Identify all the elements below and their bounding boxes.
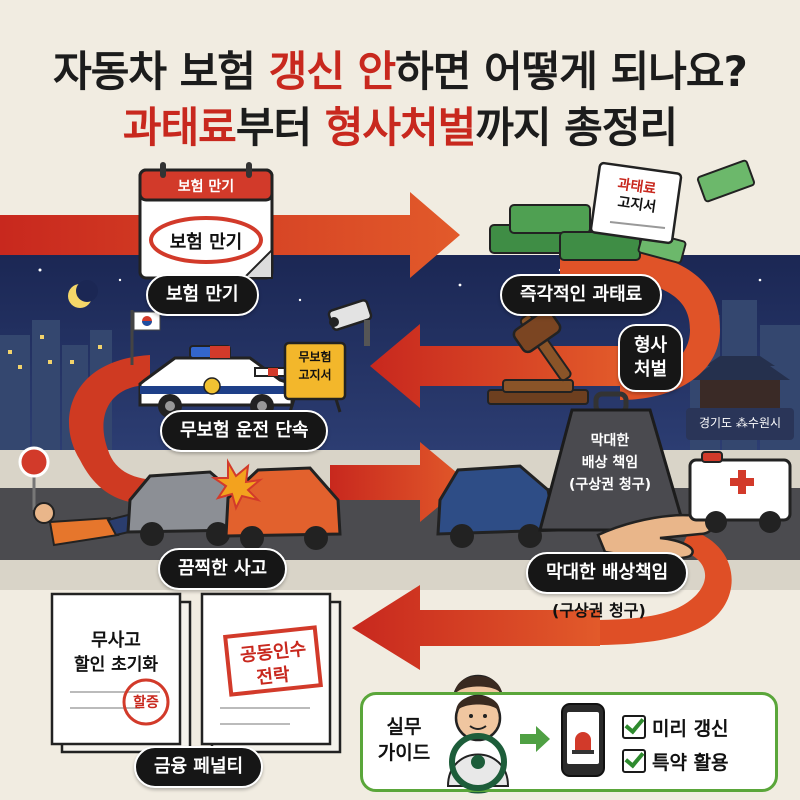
document-icon [50, 592, 192, 754]
barrier-sign-line1: 무보험 [298, 350, 332, 364]
checkbox-icon [622, 749, 646, 773]
step-label-financial: 금융 페널티 [134, 746, 264, 788]
step-sublabel-liability: (구상권 청구) [552, 601, 646, 620]
step-label-expiry: 보험 만기 [146, 274, 259, 316]
crashed-car-icon [126, 458, 342, 550]
step-label-fine: 즉각적인 과태료 [500, 274, 663, 316]
calendar-header: 보험 만기 [177, 179, 235, 195]
step-label-crackdown: 무보험 운전 단속 [160, 410, 329, 452]
title-part: 까지 총정리 [475, 103, 678, 152]
guide-item-rider: 특약 활용 [622, 748, 729, 775]
stop-sign-icon [18, 446, 50, 510]
step-label-liability: 막대한 배상책임 [526, 552, 689, 594]
criminal-line1: 형사 [634, 335, 668, 356]
sub-title: 과태료부터 형사처벌까지 총정리 [0, 94, 800, 155]
guide-title-line2: 가이드 [377, 742, 431, 764]
document-icon [200, 592, 342, 754]
guide-item-renew: 미리 갱신 [622, 714, 729, 741]
arrow-criminal-to-crackdown [370, 324, 620, 408]
ambulance-icon [688, 451, 792, 533]
title-part: 자동차 보험 [53, 47, 269, 96]
gavel-icon [487, 308, 589, 405]
doc1-stamp: 할증 [133, 695, 159, 711]
main-title: 자동차 보험 갱신 안하면 어떻게 되나요? [0, 38, 800, 99]
window-lights [8, 335, 102, 369]
guide-title-line1: 실무 [386, 716, 422, 738]
calendar-stamp: 보험 만기 [169, 232, 243, 253]
moon-icon [68, 280, 98, 308]
cctv-icon [327, 299, 373, 346]
step-label-criminal: 형사 처벌 [618, 324, 684, 392]
doc1-line2: 할인 초기화 [73, 655, 159, 675]
barrier-sign-icon [254, 341, 347, 413]
region-sign: 경기도 ⁂수원시 [698, 416, 782, 430]
checkbox-icon [622, 715, 646, 739]
weight-text-line1: 막대한 [590, 433, 630, 449]
calendar-icon [138, 162, 274, 280]
criminal-line2: 처벌 [634, 359, 668, 380]
crashed-car-icon [436, 464, 558, 548]
fine-notice-icon [589, 161, 683, 245]
arrow-liability-to-financial [590, 530, 732, 645]
guide-item-label: 미리 갱신 [652, 718, 729, 740]
step-label-accident: 끔찍한 사고 [158, 548, 288, 590]
money-stack-icon [489, 159, 756, 264]
title-part: 부터 [235, 103, 325, 152]
barrier-sign-line2: 고지서 [298, 368, 332, 382]
arrow-accident-to-liability [330, 442, 468, 522]
guide-item-label: 특약 활용 [652, 752, 729, 774]
title-part: 하면 어떻게 되나요? [395, 47, 748, 96]
title-highlight: 갱신 안 [268, 47, 397, 96]
weight-text-line2: 배상 책임 [581, 455, 639, 471]
arrow-to-financial [352, 585, 600, 670]
city-skyline-left [0, 320, 112, 450]
title-highlight: 과태료 [122, 103, 237, 152]
doc1-line1: 무사고 [91, 630, 141, 651]
weight-text-line3: (구상권 청구) [568, 477, 652, 493]
arrow-crackdown-to-accident [68, 355, 160, 505]
title-highlight: 형사처벌 [324, 103, 477, 152]
palace-icon [686, 356, 794, 440]
flag-icon [130, 310, 161, 365]
